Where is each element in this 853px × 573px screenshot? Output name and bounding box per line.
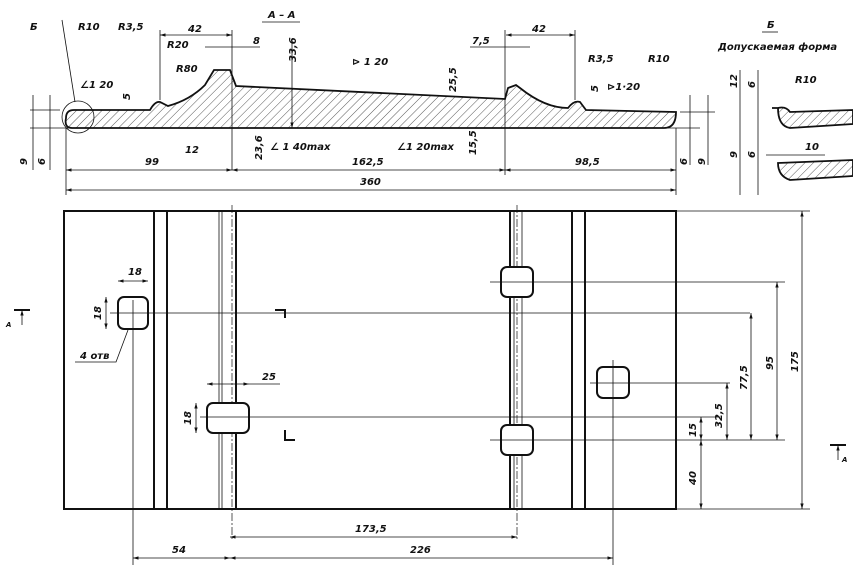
detail-subtitle: Допускаемая форма [717,41,837,53]
dim-8: 8 [253,36,260,47]
dim-6-right: 6 [679,158,690,165]
dim-40: 40 [688,471,699,486]
detail-dim-9: 9 [729,151,740,158]
svg-text:A: A [5,321,11,329]
dim-33-6: 33,6 [288,37,299,62]
section-mark-left: A [5,309,30,329]
r10-left-label: R10 [78,22,100,33]
dim-15: 15 [688,423,699,437]
callout-b-label: Б [30,22,38,33]
r10-right-label: R10 [648,54,670,65]
section-title: А – А [267,10,295,21]
detail-profile-1 [772,106,853,129]
dim-42-right: 42 [531,24,546,35]
slope-right-label: ⊳1·20 [607,82,640,93]
section-a-a: А – А Б R10 R3,5 R20 R80 ∠1 20 ⊳ 1 20 ∠ … [19,10,715,195]
detail-title: Б [767,20,775,31]
slot-height-dim: 18 [183,411,194,425]
dim-54: 54 [172,545,186,556]
hole-count-note: 4 отв [79,351,109,362]
r80-label: R80 [176,64,198,75]
dim-9-right: 9 [697,158,708,165]
dim-12: 12 [185,145,199,156]
dim-23-6: 23,6 [254,135,265,160]
detail-b: Б Допускаемая форма R10 12 6 9 6 10 [717,20,853,195]
dim-5-left: 5 [122,93,133,100]
slope-1-20-max-label: ∠1 20max [397,142,454,153]
plan-view: A A 18 18 4 отв 25 18 175 95 77,5 32,5 1… [5,205,847,565]
dim-173-5: 173,5 [355,524,387,535]
dim-6-left: 6 [37,158,48,165]
dim-77-5: 77,5 [739,365,750,390]
hole-width-dim: 18 [128,267,142,278]
slot-hole [206,402,250,434]
hole-height-dim: 18 [93,306,104,320]
r3-5-left-label: R3,5 [118,22,143,33]
dim-360: 360 [360,177,381,188]
detail-b-circle [61,100,95,134]
dim-99: 99 [145,157,159,168]
detail-dim-10: 10 [805,142,819,153]
plate-outline [63,210,677,510]
slot-width-dim: 25 [262,372,276,383]
dim-15-5: 15,5 [468,130,479,155]
dim-25-5: 25,5 [448,67,459,92]
slope-top-label: ⊳ 1 20 [352,57,388,68]
dim-175: 175 [790,351,801,372]
detail-r10: R10 [795,75,817,86]
dim-9-left: 9 [19,158,30,165]
section-profile [64,69,677,129]
r3-5-right-label: R3,5 [588,54,613,65]
detail-profile-2 [777,159,853,181]
dim-7-5: 7,5 [472,36,490,47]
detail-dim-6-top: 6 [747,81,758,88]
dim-42-left: 42 [187,24,202,35]
section-mark-right: A [830,444,847,464]
dim-95: 95 [765,356,776,370]
dim-162-5: 162,5 [352,157,384,168]
slope-left-label: ∠1 20 [80,80,113,91]
dim-32-5: 32,5 [714,403,725,428]
slope-1-40-label: ∠ 1 40max [270,142,331,153]
detail-dim-12: 12 [729,74,740,88]
detail-dim-6-bottom: 6 [747,151,758,158]
r20-label: R20 [167,40,189,51]
dim-5-right: 5 [590,85,601,92]
dim-226: 226 [410,545,431,556]
svg-text:A: A [841,456,847,464]
dim-98-5: 98,5 [575,157,600,168]
